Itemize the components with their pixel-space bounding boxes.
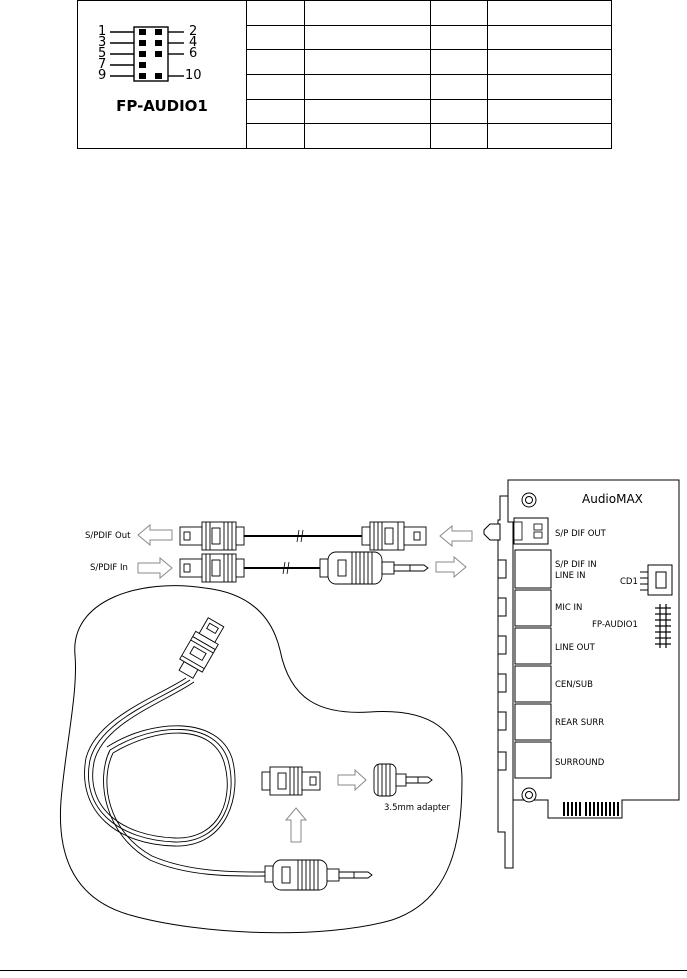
pin-6-label: 6 [189,46,198,61]
optical-plug-bottom [264,859,373,891]
adapter-3-5mm [373,763,433,797]
table-cell [487,49,612,75]
table-cell [246,0,305,26]
table-cell [487,24,612,51]
table-cell [246,98,305,125]
table-cell [304,98,431,125]
card-title: AudioMAX [582,492,643,506]
spdif-in-arrow [137,556,173,580]
port-label-mic-in: MIC IN [555,603,582,613]
table-cell [430,73,488,100]
table-cell [430,49,488,75]
fp-audio1-header-diagram [110,26,184,82]
pin-9-label: 9 [98,68,107,83]
pin-10-label: 10 [185,68,202,83]
fp-audio1-pin-header [655,604,671,648]
table-cell [246,123,305,149]
spdif-out-label: S/PDIF Out [85,531,131,541]
table-cell [487,73,612,100]
page-footer-rule [0,970,687,971]
table-cell [430,98,488,125]
cable-area-outline [59,585,463,934]
cd1-label: CD1 [620,577,638,587]
spdif-out-arrow-right [439,524,473,548]
pin-1-label: 1 [98,24,107,39]
port-label-line-out: LINE OUT [555,643,596,653]
cd1-connector [640,564,673,596]
adapter-arrow [337,768,367,792]
spdif-out-plug-left [179,521,245,551]
fp-audio1-label: FP-AUDIO1 [592,620,638,630]
table-cell [430,0,488,26]
pin-3-label: 3 [98,35,107,50]
table-cell [246,73,305,100]
port-label-rear-surr: REAR SURR [555,718,604,728]
spdif-out-arrow-left [137,523,173,547]
table-cell [430,24,488,51]
up-arrow [284,807,308,843]
adapter-label: 3.5mm adapter [384,803,451,813]
spdif-in-arrow-right [435,555,467,579]
port-label-line-in: LINE IN [555,571,586,581]
table-cell [246,24,305,51]
table-cell [304,49,431,75]
table-cell [487,0,612,26]
optical-cable-coil [84,677,266,877]
connector-figure-cell: 1 2 3 4 5 6 7 9 10 FP-AUDIO1 [77,0,247,149]
connector-name: FP-AUDIO1 [116,97,208,115]
pci-e-edge-connector [563,802,619,816]
spdif-in-plug-left [179,553,245,583]
spdif-out-toslink-port [483,523,501,541]
spdif-in-plug-with-adapter [319,551,429,585]
optical-plug-top [178,617,225,679]
pin-assignment-table: 1 2 3 4 5 6 7 9 10 FP-AUDIO1 [77,0,612,149]
table-cell [304,24,431,51]
port-label-surround: SURROUND [555,758,605,768]
audiomax-card-diagram: S/PDIF Out S/PDIF In [59,479,680,934]
table-cell [487,98,612,125]
table-cell [304,73,431,100]
spdif-out-plug-right [361,521,427,551]
pin-4-label: 4 [189,35,198,50]
spdif-in-label: S/PDIF In [90,563,128,573]
pin-7-label: 7 [98,57,107,72]
table-cell [246,49,305,75]
port-label-cen-sub: CEN/SUB [555,680,593,690]
table-cell [430,123,488,149]
table-cell [304,0,431,26]
optical-plug-small [261,766,321,796]
table-cell [304,123,431,149]
pin-5-label: 5 [98,46,107,61]
audiomax-card: AudioMAX S/P DIF OUT S/P DIF IN LINE IN … [483,479,680,869]
port-label-spdif-out: S/P DIF OUT [555,529,607,539]
audio-jacks [497,549,552,779]
table-cell [487,123,612,149]
port-label-spdif-in: S/P DIF IN [555,560,597,570]
pin-2-label: 2 [189,24,198,39]
